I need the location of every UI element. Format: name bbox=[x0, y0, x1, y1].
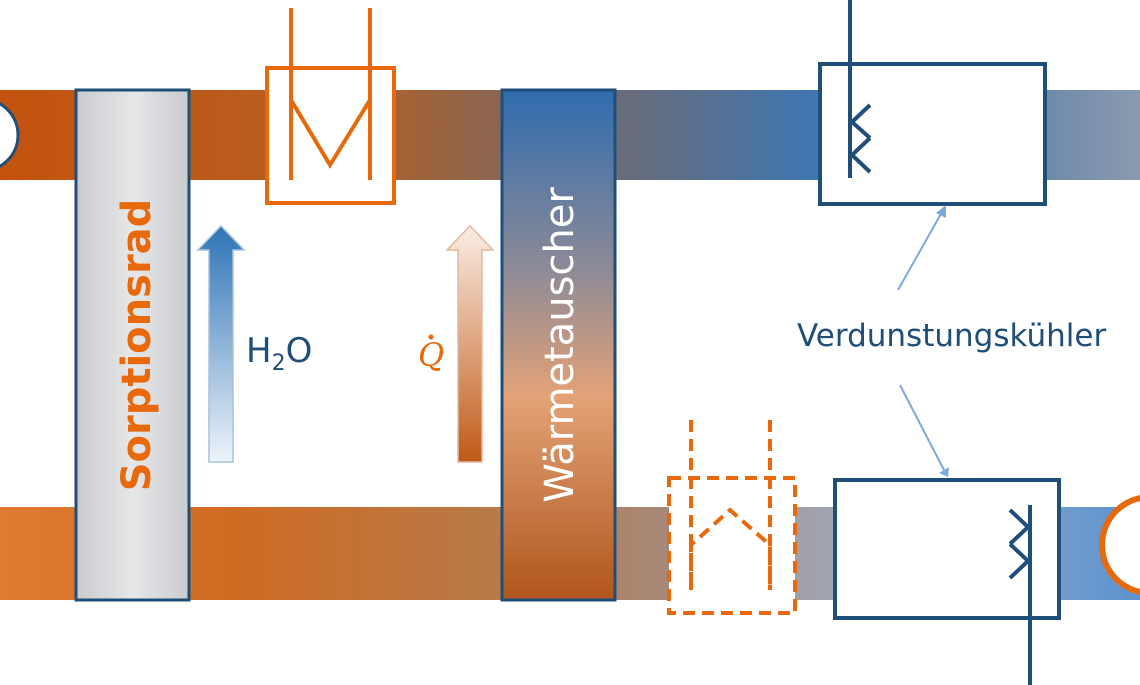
heat-exchanger-label: Wärmetauscher bbox=[537, 187, 583, 503]
water-label-main: H bbox=[246, 331, 272, 371]
bottom-heater-icon bbox=[667, 420, 797, 615]
heat-transfer-arrow-icon bbox=[445, 224, 495, 463]
heat-flow-label: Q bbox=[418, 336, 444, 374]
top-evaporative-cooler-icon bbox=[818, 0, 1047, 206]
water-label: H2O bbox=[246, 331, 312, 376]
bottom-evaporative-cooler-icon bbox=[833, 478, 1061, 685]
evaporative-cooler-label: Verdunstungskühler bbox=[797, 318, 1106, 354]
water-label-subscript: 2 bbox=[272, 351, 286, 376]
water-transfer-arrow-icon bbox=[196, 224, 246, 463]
sorption-wheel-label: Sorptionsrad bbox=[114, 199, 160, 492]
heat-flow-dot bbox=[428, 334, 434, 340]
sorption-wheel bbox=[74, 88, 191, 602]
heat-exchanger bbox=[500, 88, 617, 602]
label-pointer-top bbox=[897, 205, 946, 291]
return-fan-icon bbox=[1099, 495, 1140, 595]
water-label-tail: O bbox=[286, 331, 313, 371]
label-pointer-bottom bbox=[899, 384, 949, 477]
top-heater-icon bbox=[265, 8, 396, 205]
supply-fan-icon bbox=[0, 102, 20, 168]
